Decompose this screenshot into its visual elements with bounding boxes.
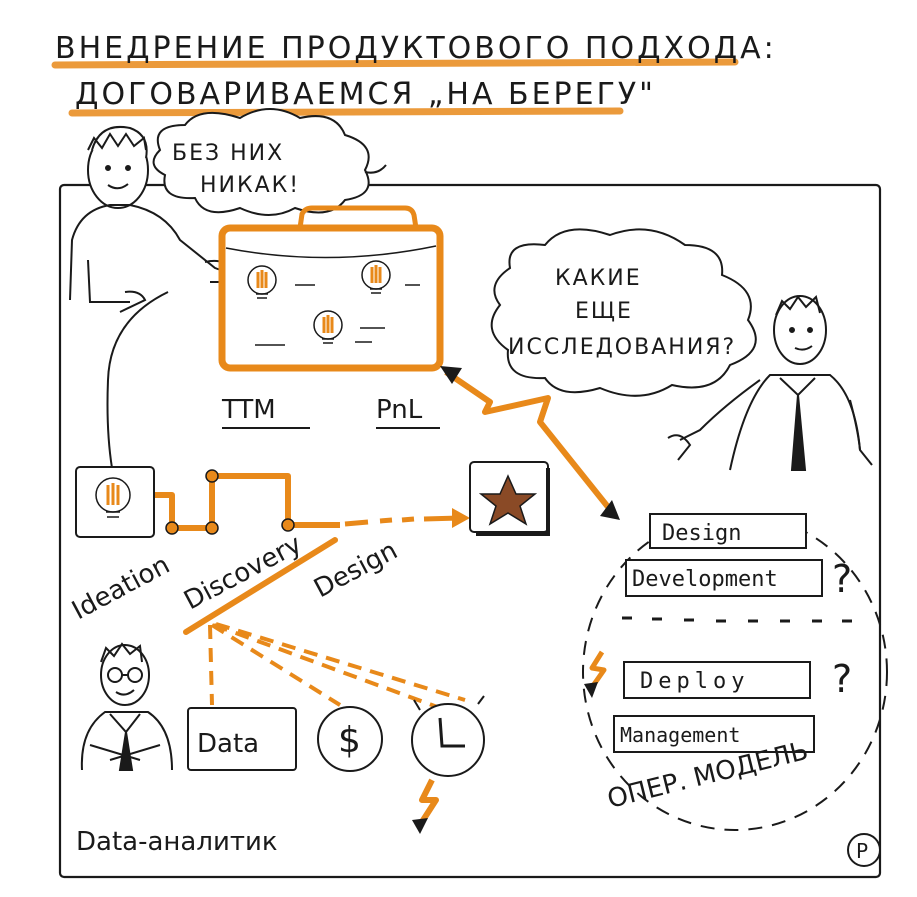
question-mark: ? [832,557,852,601]
ttm-label: TTM [221,395,276,425]
op-item-design [649,513,807,549]
title-line-2: ДОГОВАРИВАЕМСЯ „НА БЕРЕГУ" [75,77,656,112]
op-item-deploy [623,661,811,699]
bubble-right-line-3: ИССЛЕДОВАНИЯ? [508,335,736,360]
bubble-right-line-2: ЕЩЕ [575,299,633,324]
arrowhead [600,500,620,520]
lightbulb-icon [247,265,277,299]
signature-text: Р [856,839,868,863]
pnl-label: PnL [376,395,423,425]
lightbulb-icon [361,260,391,294]
question-mark: ? [832,657,852,701]
lightning-icon [587,650,607,692]
op-item-management-label: Management [620,723,740,747]
title: ВНЕДРЕНИЕ ПРОДУКТОВОГО ПОДХОДА: ДОГОВАРИ… [51,31,777,117]
op-item-development-label: Development [632,567,778,592]
op-item-management [613,715,815,753]
discovery-line [183,537,338,635]
signature-mark [847,833,881,867]
speech-bubble-right: КАКИЕ ЕЩЕ ИССЛЕДОВАНИЯ? [490,228,757,397]
dollar-icon [317,706,383,772]
bubble-left-line-2: НИКАК! [200,173,300,198]
connector-line [106,291,169,469]
speech-bubble-left: БЕЗ НИХ НИКАК! [152,108,387,216]
briefcase [218,205,444,372]
op-item-development [625,559,823,597]
dollar-label: $ [338,720,361,761]
discovery-dashes [208,622,466,710]
process-path [155,469,470,535]
role-label: Data-аналитик [76,827,278,857]
op-item-design-label: Design [662,521,741,546]
star-icon [478,474,538,526]
arrowhead [440,366,462,384]
op-item-deploy-label: Deploy [640,669,749,694]
star-box [469,461,550,536]
stage-ideation: Ideation [67,550,175,626]
title-line-1: ВНЕДРЕНИЕ ПРОДУКТОВОГО ПОДХОДА: [55,31,777,66]
bubble-right-line-1: КАКИЕ [555,266,642,291]
data-box [187,707,297,771]
separator-dots [622,616,852,623]
lightbulb-icon [313,310,343,344]
ideation-box [75,466,155,538]
business-person-figure [667,295,873,471]
clock-icon [411,695,485,777]
data-analyst-figure [80,642,173,771]
main-frame [58,183,882,879]
bubble-left-line-1: БЕЗ НИХ [172,141,284,166]
lightning-icon [415,778,439,830]
lightning-arrow [444,369,615,514]
data-label: Data [197,729,259,759]
product-owner-figure [69,126,234,313]
